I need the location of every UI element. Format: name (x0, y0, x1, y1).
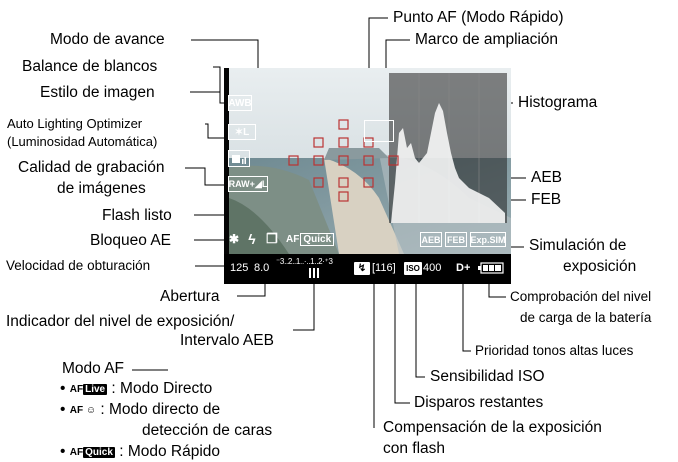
auto-lighting-optimizer-icon (228, 150, 250, 167)
shutter-speed-value: 125 (230, 262, 249, 274)
exposure-simulation-label-line2: exposición (563, 258, 637, 275)
status-bar: 125 8.0 ⁻3..2..1..·..1..2·⁺3 ↯ [116] ISO… (224, 254, 511, 284)
aperture-value: 8.0 (254, 262, 270, 274)
alo-label-line2: (Luminosidad Automática) (7, 134, 158, 149)
magnify-frame-label: Marco de ampliación (415, 31, 559, 48)
magnify-frame (364, 120, 394, 142)
iso-value: 400 (423, 262, 442, 274)
exposure-indicator-label-line1: Indicador del nivel de exposición/ (6, 313, 235, 330)
flash-ready-icon: ϟ (248, 231, 256, 247)
af-live-text: : Modo Directo (111, 380, 213, 397)
iso-icon: ISO (404, 262, 422, 275)
flash-ready-label: Flash listo (102, 207, 172, 224)
feb-label: FEB (531, 191, 562, 208)
alo-label-line1: Auto Lighting Optimizer (7, 116, 143, 131)
af-mode-icon-quick: Quick (300, 232, 335, 246)
battery-check-label-line2: de carga de la batería (520, 310, 652, 325)
white-balance-icon: AWB (228, 95, 252, 111)
af-mode-icon-prefix: AF (286, 233, 300, 245)
drive-mode-label: Modo de avance (50, 31, 165, 48)
bullet: • (60, 401, 66, 418)
picture-style-icon: ✶L (228, 124, 256, 140)
exposure-simulation-label-line1: Simulación de (529, 237, 627, 254)
shots-remaining-label: Disparos restantes (414, 394, 544, 411)
shutter-speed-label: Velocidad de obturación (6, 258, 151, 273)
iso-label: Sensibilidad ISO (430, 368, 545, 385)
histogram (389, 73, 507, 223)
af-quick-text: : Modo Rápido (119, 443, 221, 460)
feb-badge: FEB (445, 232, 467, 247)
shots-remaining-value: [116] (372, 262, 396, 274)
highlight-priority-label: Prioridad tonos altas luces (475, 343, 634, 358)
bullet: • (60, 443, 66, 460)
ae-lock-label: Bloqueo AE (90, 232, 172, 249)
exposure-simulation-badge: Exp.SIM (470, 232, 506, 247)
flash-comp-label-line1: Compensación de la exposición (383, 419, 602, 436)
af-point-label: Punto AF (Modo Rápido) (393, 9, 564, 26)
aperture-label: Abertura (160, 288, 220, 305)
af-face-text: : Modo directo de (100, 401, 221, 418)
drive-mode-icon: ❐ (266, 231, 278, 246)
battery-icon (478, 262, 504, 274)
ae-lock-icon: ✱ (228, 232, 240, 246)
aeb-badge: AEB (420, 232, 442, 247)
battery-check-label-line1: Comprobación del nivel (510, 289, 652, 304)
picture-style-label: Estilo de imagen (40, 84, 155, 101)
flash-compensation-icon: ↯ (354, 262, 370, 275)
aeb-label: AEB (531, 169, 563, 186)
histogram-label: Histograma (518, 94, 598, 111)
highlight-priority-value: D+ (456, 262, 471, 274)
image-quality-icon: RAW+◢L (228, 176, 268, 192)
bullet: • (60, 380, 66, 397)
exposure-level-marker-icon (309, 268, 319, 278)
exposure-level-scale: ⁻3..2..1..·..1..2·⁺3 (276, 257, 333, 266)
white-balance-label: Balance de blancos (22, 58, 158, 75)
flash-comp-label-line2: con flash (383, 440, 446, 457)
af-face-text-line2: detección de caras (142, 422, 273, 439)
af-face-icon: AF ☺ (69, 405, 97, 416)
quality-label-line2: de imágenes (57, 180, 146, 197)
af-mode-face-row: • AF ☺ : Modo directo de (60, 401, 220, 420)
quality-label-line1: Calidad de grabación (18, 159, 165, 176)
exposure-indicator-label-line2: Intervalo AEB (180, 332, 274, 349)
af-points-grid (288, 119, 399, 202)
af-mode-title: Modo AF (62, 360, 125, 377)
